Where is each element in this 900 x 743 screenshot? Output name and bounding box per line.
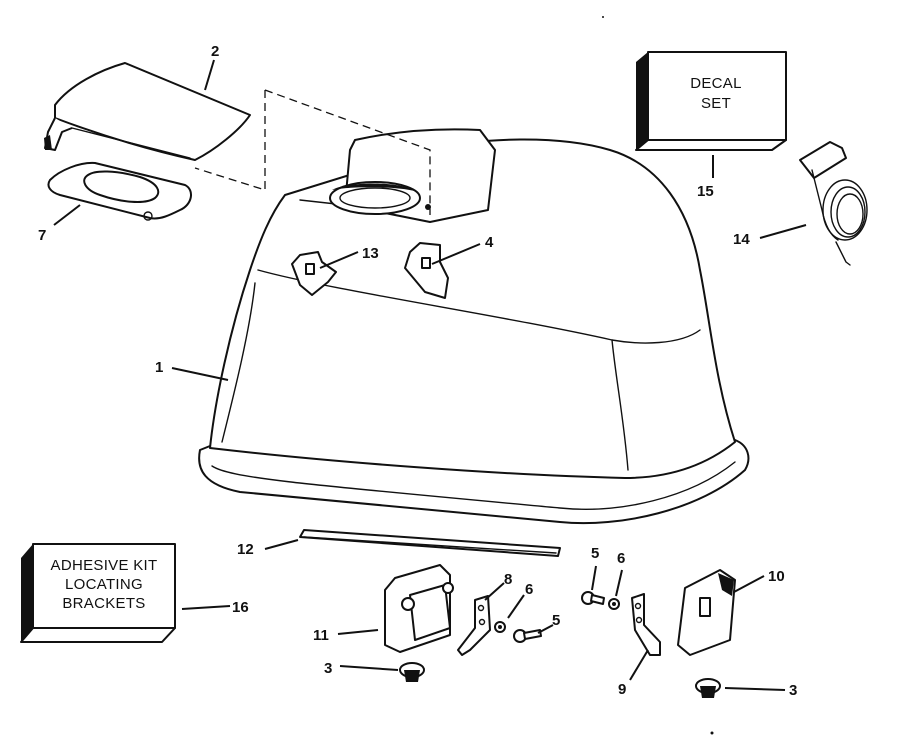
part-8-bracket [457, 595, 491, 656]
scan-speck [602, 16, 604, 18]
callout-7: 7 [38, 227, 46, 244]
callout-1: 1 [155, 359, 163, 376]
part-9-bracket [631, 593, 661, 656]
callout-5-right: 5 [591, 545, 599, 562]
callout-13: 13 [362, 245, 379, 262]
adhesive-kit-label-line2: LOCATING [65, 576, 143, 593]
decal-set-label-line2: SET [701, 95, 731, 112]
part-12-seal-strip [299, 529, 561, 557]
adhesive-kit-box: ADHESIVE KIT LOCATING BRACKETS [20, 543, 176, 643]
callout-11: 11 [313, 627, 329, 644]
part-2-cover-flap [44, 62, 251, 161]
motor-cover [198, 128, 750, 525]
callout-8: 8 [504, 571, 512, 588]
callout-15: 15 [697, 183, 714, 200]
callout-9: 9 [618, 681, 626, 698]
adhesive-kit-label-line3: BRACKETS [62, 595, 145, 612]
callout-5-left: 5 [552, 612, 560, 629]
part-14-lanyard [799, 141, 868, 266]
part-3-grommet-left [399, 662, 425, 682]
part-3-grommet-right [695, 678, 721, 698]
callout-14: 14 [733, 231, 750, 248]
part-4-bracket [404, 242, 449, 299]
part-10-plate [677, 569, 736, 656]
callout-6-left: 6 [525, 581, 533, 598]
leader-lines [53, 59, 807, 691]
decal-set-box: DECAL SET [635, 51, 787, 151]
callout-numbers: 2 7 1 13 4 15 14 12 16 11 8 6 5 5 6 9 10… [38, 43, 797, 699]
callout-12: 12 [237, 541, 254, 558]
decal-set-label-line1: DECAL [690, 75, 742, 92]
callout-4: 4 [485, 234, 494, 251]
callout-16: 16 [232, 599, 249, 616]
adhesive-kit-label-line1: ADHESIVE KIT [51, 557, 158, 574]
scan-speck [710, 731, 714, 735]
part-11-latch [384, 564, 454, 653]
left-washer-screw [494, 621, 542, 643]
right-screw-washer [581, 591, 620, 610]
callout-3-left: 3 [324, 660, 332, 677]
callout-3-right: 3 [789, 682, 797, 699]
callout-2: 2 [211, 43, 219, 60]
assembly-dashes [194, 89, 431, 215]
callout-10: 10 [768, 568, 785, 585]
callout-6-right: 6 [617, 550, 625, 567]
part-13-bracket [291, 251, 337, 296]
part-7-gasket [47, 161, 192, 221]
